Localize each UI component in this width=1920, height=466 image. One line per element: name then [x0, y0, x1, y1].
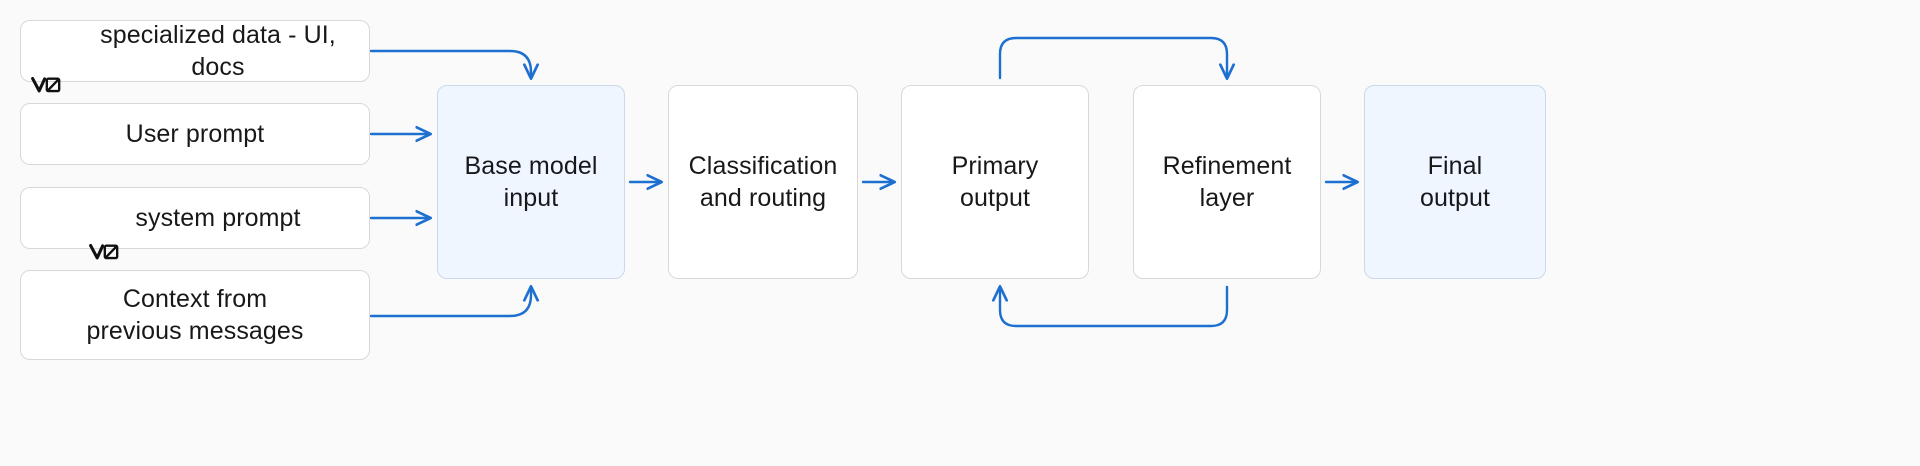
node-classification-and-routing[interactable]: Classification and routing	[668, 85, 858, 279]
node-user-prompt-label: User prompt	[125, 120, 265, 148]
node-user-prompt[interactable]: User prompt	[20, 103, 370, 165]
node-system-prompt[interactable]: system prompt	[20, 187, 370, 260]
node-base-model-input[interactable]: Base model input	[437, 85, 625, 279]
node-specialized-data-content: specialized data - UI, docs	[21, 19, 369, 93]
edge-refinement-layer-to-primary-output	[1000, 287, 1229, 328]
node-final-output-label: Final output	[1419, 152, 1491, 212]
node-specialized-data-label: specialized data - UI, docs	[100, 21, 336, 81]
node-context-previous-messages[interactable]: Context from previous messages	[20, 270, 370, 360]
v0-logo-icon	[89, 209, 125, 260]
node-primary-output[interactable]: Primary output	[901, 85, 1089, 279]
node-system-prompt-content: system prompt	[79, 202, 310, 260]
node-system-prompt-label: system prompt	[135, 204, 301, 232]
node-classification-and-routing-label: Classification and routing	[688, 152, 838, 212]
node-refinement-layer[interactable]: Refinement layer	[1133, 85, 1321, 279]
node-base-model-input-label: Base model input	[464, 152, 598, 212]
v0-logo-icon	[31, 42, 67, 93]
node-specialized-data[interactable]: specialized data - UI, docs	[20, 19, 370, 93]
node-context-previous-messages-label: Context from previous messages	[86, 285, 304, 345]
edge-primary-output-to-refinement-layer	[998, 36, 1227, 78]
node-refinement-layer-label: Refinement layer	[1162, 152, 1292, 212]
node-final-output[interactable]: Final output	[1364, 85, 1546, 279]
edge-specialized-data-to-base-model	[369, 49, 531, 78]
node-primary-output-label: Primary output	[951, 152, 1039, 212]
edge-context-to-base-model	[369, 287, 531, 318]
